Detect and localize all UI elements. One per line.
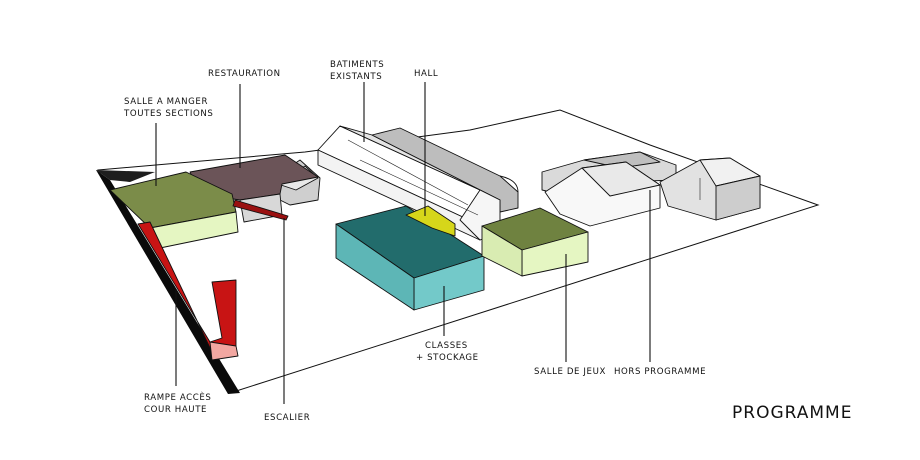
hors-programme-buildings	[541, 151, 761, 227]
label-classes-line1: CLASSES	[425, 341, 468, 351]
label-rampe-line2: COUR HAUTE	[144, 405, 207, 415]
hall-volume	[405, 205, 456, 237]
label-salle-de-jeux: SALLE DE JEUX	[534, 367, 606, 377]
label-classes: CLASSES + STOCKAGE	[416, 341, 479, 363]
label-salle-a-manger: SALLE A MANGER TOUTES SECTIONS	[123, 97, 214, 119]
label-batiments-line2: EXISTANTS	[330, 72, 382, 82]
label-escalier: ESCALIER	[264, 413, 310, 423]
salle-de-jeux-volume	[481, 207, 589, 277]
label-hors-programme: HORS PROGRAMME	[614, 367, 706, 377]
site-wall-top	[96, 170, 155, 182]
label-hall: HALL	[414, 69, 438, 79]
label-salle-a-manger-line2: TOUTES SECTIONS	[123, 109, 214, 119]
diagram-title: PROGRAMME	[732, 403, 852, 423]
leader-lines	[155, 82, 651, 404]
label-classes-line2: + STOCKAGE	[416, 353, 479, 363]
rampe-volume	[137, 221, 239, 361]
classes-volume	[335, 205, 485, 311]
label-restauration: RESTAURATION	[208, 69, 281, 79]
site-wall	[96, 170, 240, 394]
label-rampe-line1: RAMPE ACCÈS	[144, 391, 211, 403]
salle-a-manger-volume	[109, 171, 239, 249]
label-rampe: RAMPE ACCÈS COUR HAUTE	[144, 391, 215, 415]
label-batiments-existants: BATIMENTS EXISTANTS	[330, 60, 388, 82]
label-salle-a-manger-line1: SALLE A MANGER	[124, 97, 208, 107]
escalier-volume	[232, 199, 289, 221]
label-batiments-line1: BATIMENTS	[330, 60, 384, 70]
